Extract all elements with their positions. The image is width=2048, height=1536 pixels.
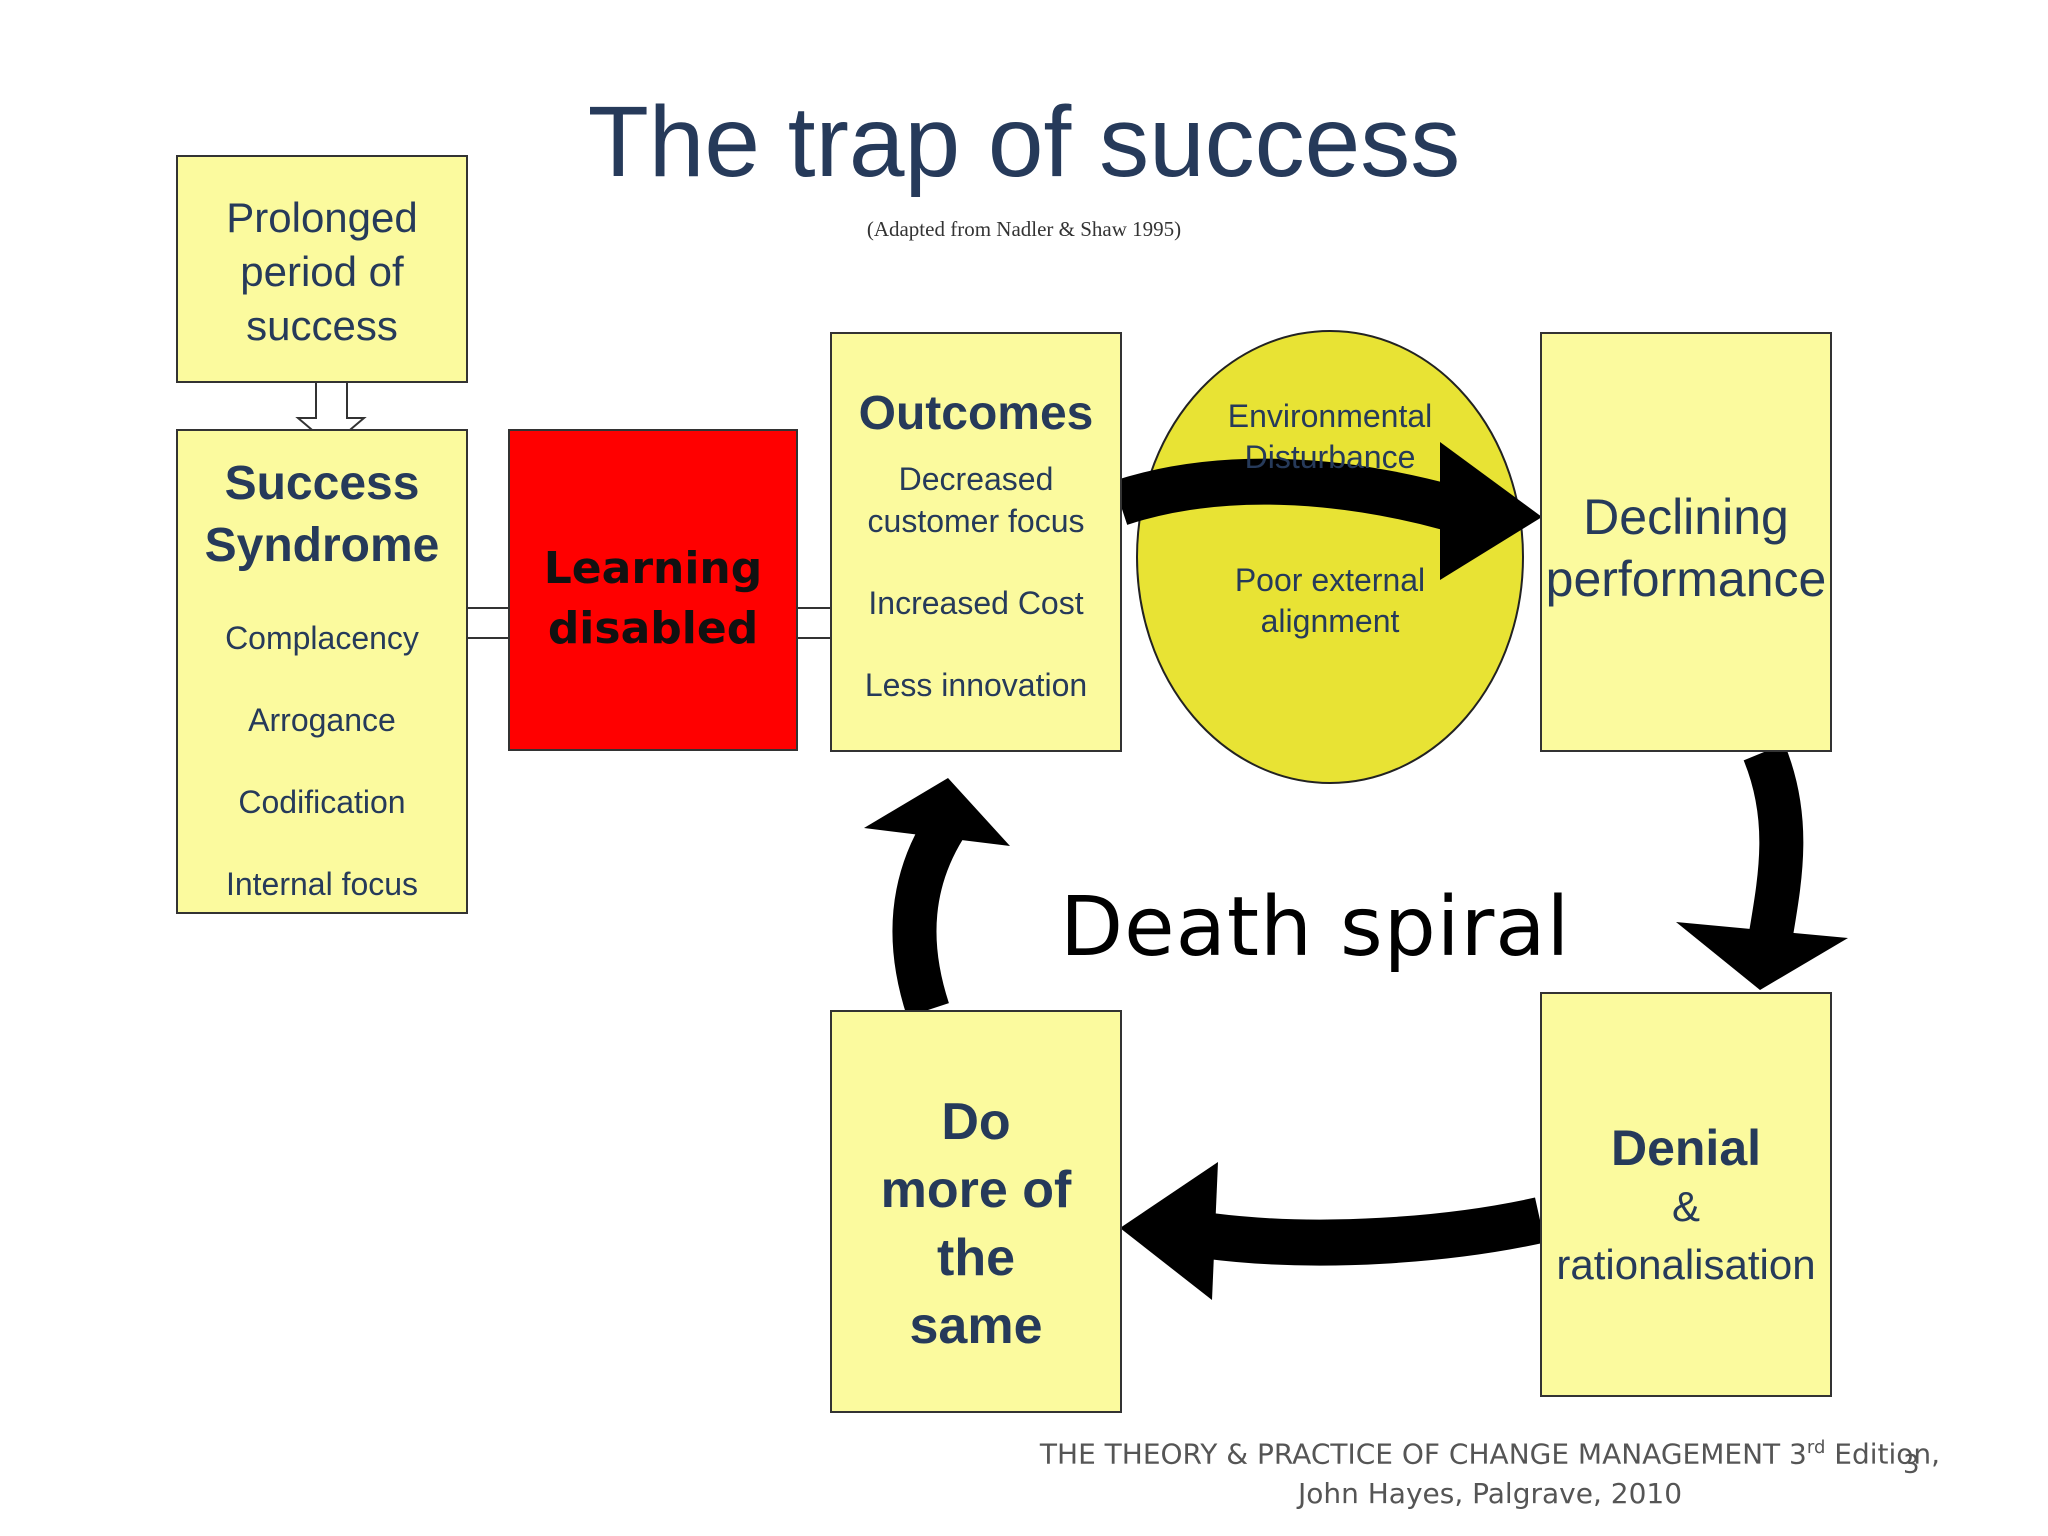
syndrome-item: Arrogance: [248, 702, 396, 738]
syndrome-item: Internal focus: [225, 866, 419, 902]
syndrome-item: Complacency: [225, 620, 419, 656]
arrow-outcomes-to-declining: [1112, 458, 1457, 531]
syndrome-heading-1: Success: [224, 457, 420, 510]
environment-ellipse: [1136, 330, 1524, 784]
outcomes-heading: Outcomes: [858, 387, 1094, 440]
prolonged-line-3: success: [246, 302, 398, 349]
prolonged-success-box: Prolonged period of success: [176, 155, 468, 383]
environment-line-2: Disturbance: [1244, 439, 1416, 475]
outcomes-item: Less innovation: [864, 667, 1088, 703]
syndrome-heading-2: Syndrome: [204, 519, 440, 572]
domore-line-4: same: [909, 1297, 1043, 1355]
death-spiral-label: Death spiral: [1060, 880, 1571, 975]
prolonged-line-1: Prolonged: [226, 194, 418, 241]
environment-line-3: Poor external: [1234, 562, 1426, 598]
footer-line-1: THE THEORY & PRACTICE OF CHANGE MANAGEME…: [1039, 1437, 1941, 1471]
learning-line-2: disabled: [547, 603, 759, 654]
arrow-domore-to-outcomes: [892, 816, 963, 1017]
domore-line-2: more of: [880, 1161, 1072, 1219]
success-syndrome-box: Success Syndrome Complacency Arrogance C…: [176, 429, 468, 914]
environment-text-bottom: Poor external alignment: [1190, 560, 1470, 642]
environment-line-4: alignment: [1260, 603, 1400, 639]
slide-title: The trap of success: [587, 86, 1461, 198]
slide-subtitle: (Adapted from Nadler & Shaw 1995): [866, 217, 1182, 241]
declining-line-2: performance: [1545, 551, 1827, 607]
environment-line-1: Environmental: [1227, 398, 1433, 434]
outcomes-item: Increased Cost: [868, 585, 1084, 621]
do-more-box: Do more of the same: [830, 1010, 1122, 1413]
prolonged-line-2: period of: [240, 248, 404, 295]
arrow-denial-to-domore: [1207, 1197, 1545, 1266]
denial-ampersand: &: [1671, 1183, 1700, 1230]
footer-line-2: John Hayes, Palgrave, 2010: [1297, 1477, 1683, 1511]
domore-line-1: Do: [941, 1093, 1011, 1151]
slide-number: 3: [1903, 1450, 1920, 1480]
environment-text-top: Environmental Disturbance: [1190, 396, 1470, 478]
arrow-declining-to-denial: [1743, 743, 1804, 944]
syndrome-item: Codification: [238, 784, 406, 820]
declining-line-1: Declining: [1583, 489, 1789, 545]
domore-line-3: the: [937, 1229, 1015, 1287]
footer-citation: THE THEORY & PRACTICE OF CHANGE MANAGEME…: [1000, 1428, 1980, 1514]
denial-sub: rationalisation: [1556, 1241, 1816, 1288]
denial-box: Denial & rationalisation: [1540, 992, 1832, 1397]
denial-heading: Denial: [1610, 1120, 1762, 1176]
declining-performance-box: Declining performance: [1540, 332, 1832, 752]
outcomes-box: Outcomes Decreased customer focus Increa…: [830, 332, 1122, 752]
outcomes-item: customer focus: [867, 503, 1085, 539]
learning-disabled-box: Learning disabled: [508, 429, 798, 751]
learning-line-1: Learning: [543, 543, 763, 594]
outcomes-item: Decreased: [898, 461, 1054, 497]
